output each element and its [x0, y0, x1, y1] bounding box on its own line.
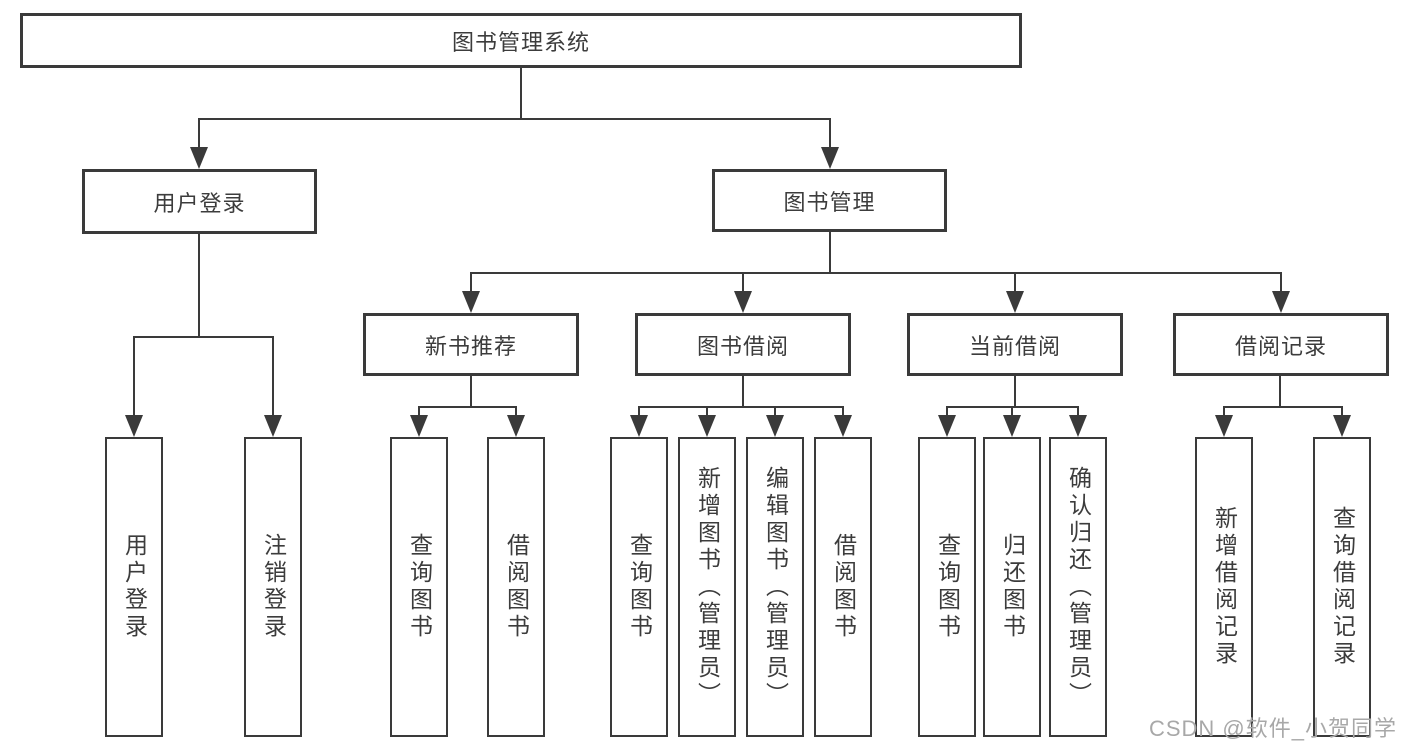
connector-to-nbr-borrow	[515, 406, 517, 416]
leaf-cb-query-book: 查询图书	[918, 437, 976, 737]
connector-to-book-management	[829, 118, 831, 148]
connector-to-current-borrowing	[1014, 272, 1016, 292]
connector-to-nbr-query	[418, 406, 420, 416]
connector-level3-bar	[470, 272, 1282, 274]
arrowhead-down-icon	[630, 415, 648, 437]
connector-bb-stem	[742, 376, 744, 407]
node-library-system-label: 图书管理系统	[451, 29, 590, 55]
arrowhead-down-icon	[462, 291, 480, 313]
connector-to-new-book-recommend	[470, 272, 472, 292]
node-book-borrowing-label: 图书借阅	[696, 333, 789, 359]
leaf-cb-return-book-label: 归还图书	[999, 533, 1026, 641]
connector-to-cb-return	[1011, 406, 1013, 416]
connector-to-cb-confirm	[1077, 406, 1079, 416]
arrowhead-down-icon	[1069, 415, 1087, 437]
node-new-book-recommend-label: 新书推荐	[424, 333, 517, 359]
connector-to-book-borrowing	[742, 272, 744, 292]
connector-cb-stem	[1014, 376, 1016, 407]
node-current-borrowing: 当前借阅	[907, 313, 1123, 376]
connector-br-bar	[1223, 406, 1343, 408]
leaf-bb-borrow-book-label: 借阅图书	[830, 533, 857, 641]
leaf-bb-add-book: 新增图书（管理员）	[678, 437, 736, 737]
connector-to-bb-query	[638, 406, 640, 416]
arrowhead-down-icon	[834, 415, 852, 437]
leaf-bb-edit-book-label: 编辑图书（管理员）	[762, 465, 789, 709]
leaf-nbr-borrow-book-label: 借阅图书	[503, 533, 530, 641]
arrowhead-down-icon	[938, 415, 956, 437]
node-user-login-label: 用户登录	[153, 190, 246, 216]
node-current-borrowing-label: 当前借阅	[968, 333, 1061, 359]
arrowhead-down-icon	[1215, 415, 1233, 437]
leaf-br-query-record: 查询借阅记录	[1313, 437, 1371, 737]
leaf-logout: 注销登录	[244, 437, 302, 737]
leaf-cb-confirm-return-label: 确认归还（管理员）	[1065, 465, 1092, 709]
node-new-book-recommend: 新书推荐	[363, 313, 579, 376]
connector-to-bb-add	[706, 406, 708, 416]
connector-user-login-stem	[198, 234, 200, 338]
arrowhead-down-icon	[698, 415, 716, 437]
connector-nbr-bar	[418, 406, 517, 408]
connector-root-stem	[520, 68, 522, 120]
connector-to-borrowing-records	[1280, 272, 1282, 292]
arrowhead-down-icon	[766, 415, 784, 437]
connector-to-leaf-logout	[272, 336, 274, 416]
leaf-logout-label: 注销登录	[260, 533, 287, 641]
arrowhead-down-icon	[821, 147, 839, 169]
connector-user-login-bar	[133, 336, 274, 338]
arrowhead-down-icon	[1333, 415, 1351, 437]
leaf-cb-query-book-label: 查询图书	[934, 533, 961, 641]
connector-to-bb-borrow	[842, 406, 844, 416]
leaf-br-add-record-label: 新增借阅记录	[1211, 506, 1238, 668]
leaf-nbr-query-book: 查询图书	[390, 437, 448, 737]
connector-nbr-stem	[470, 376, 472, 407]
leaf-user-login: 用户登录	[105, 437, 163, 737]
connector-to-user-login	[198, 118, 200, 148]
leaf-bb-edit-book: 编辑图书（管理员）	[746, 437, 804, 737]
arrowhead-down-icon	[507, 415, 525, 437]
arrowhead-down-icon	[1272, 291, 1290, 313]
arrowhead-down-icon	[1006, 291, 1024, 313]
connector-to-cb-query	[946, 406, 948, 416]
node-book-management: 图书管理	[712, 169, 947, 232]
leaf-bb-query-book: 查询图书	[610, 437, 668, 737]
arrowhead-down-icon	[410, 415, 428, 437]
node-book-management-label: 图书管理	[783, 189, 876, 215]
leaf-cb-confirm-return: 确认归还（管理员）	[1049, 437, 1107, 737]
csdn-watermark: CSDN @软件_小贺同学	[1148, 716, 1397, 741]
leaf-bb-borrow-book: 借阅图书	[814, 437, 872, 737]
connector-to-br-query	[1341, 406, 1343, 416]
connector-to-br-add	[1223, 406, 1225, 416]
connector-level2-bar	[198, 118, 831, 120]
arrowhead-down-icon	[264, 415, 282, 437]
node-library-system: 图书管理系统	[20, 13, 1022, 68]
arrowhead-down-icon	[1003, 415, 1021, 437]
connector-bb-bar	[638, 406, 844, 408]
node-user-login: 用户登录	[82, 169, 317, 234]
node-borrowing-records: 借阅记录	[1173, 313, 1389, 376]
connector-to-leaf-user-login	[133, 336, 135, 416]
leaf-bb-add-book-label: 新增图书（管理员）	[694, 465, 721, 709]
leaf-nbr-borrow-book: 借阅图书	[487, 437, 545, 737]
connector-book-management-stem	[829, 232, 831, 274]
leaf-br-add-record: 新增借阅记录	[1195, 437, 1253, 737]
leaf-bb-query-book-label: 查询图书	[626, 533, 653, 641]
node-book-borrowing: 图书借阅	[635, 313, 851, 376]
arrowhead-down-icon	[125, 415, 143, 437]
arrowhead-down-icon	[190, 147, 208, 169]
arrowhead-down-icon	[734, 291, 752, 313]
connector-to-bb-edit	[774, 406, 776, 416]
leaf-nbr-query-book-label: 查询图书	[406, 533, 433, 641]
leaf-cb-return-book: 归还图书	[983, 437, 1041, 737]
connector-br-stem	[1279, 376, 1281, 407]
node-borrowing-records-label: 借阅记录	[1234, 333, 1327, 359]
leaf-br-query-record-label: 查询借阅记录	[1329, 506, 1356, 668]
leaf-user-login-label: 用户登录	[121, 533, 148, 641]
